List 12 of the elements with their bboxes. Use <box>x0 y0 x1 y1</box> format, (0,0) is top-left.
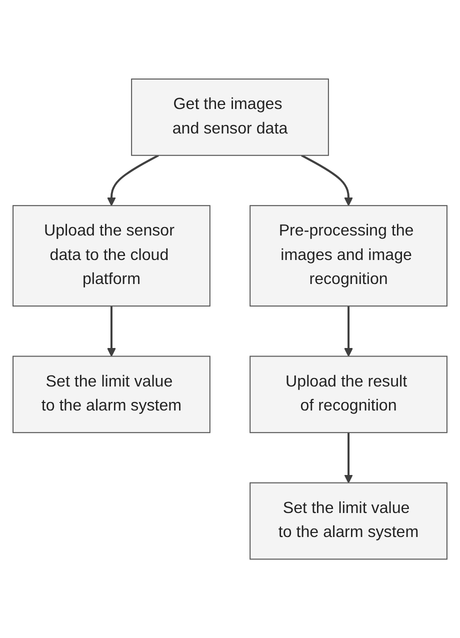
arrow <box>344 306 353 357</box>
flowchart-diagram: Get the images and sensor data Upload the sensor data to the cloud platform Pre-processing the images and image recognition Set the limit value to the alarm system Upload the result of recognition Set the limit value to the alarm system <box>5 70 455 568</box>
node-box <box>250 356 448 433</box>
node-box <box>12 356 210 433</box>
arrow <box>344 432 353 484</box>
arrow <box>301 154 353 206</box>
node-box <box>250 204 448 306</box>
node-box <box>250 482 448 560</box>
arrow <box>107 306 116 357</box>
arrow <box>107 154 159 206</box>
node-box <box>131 78 329 156</box>
node-box <box>12 204 210 306</box>
